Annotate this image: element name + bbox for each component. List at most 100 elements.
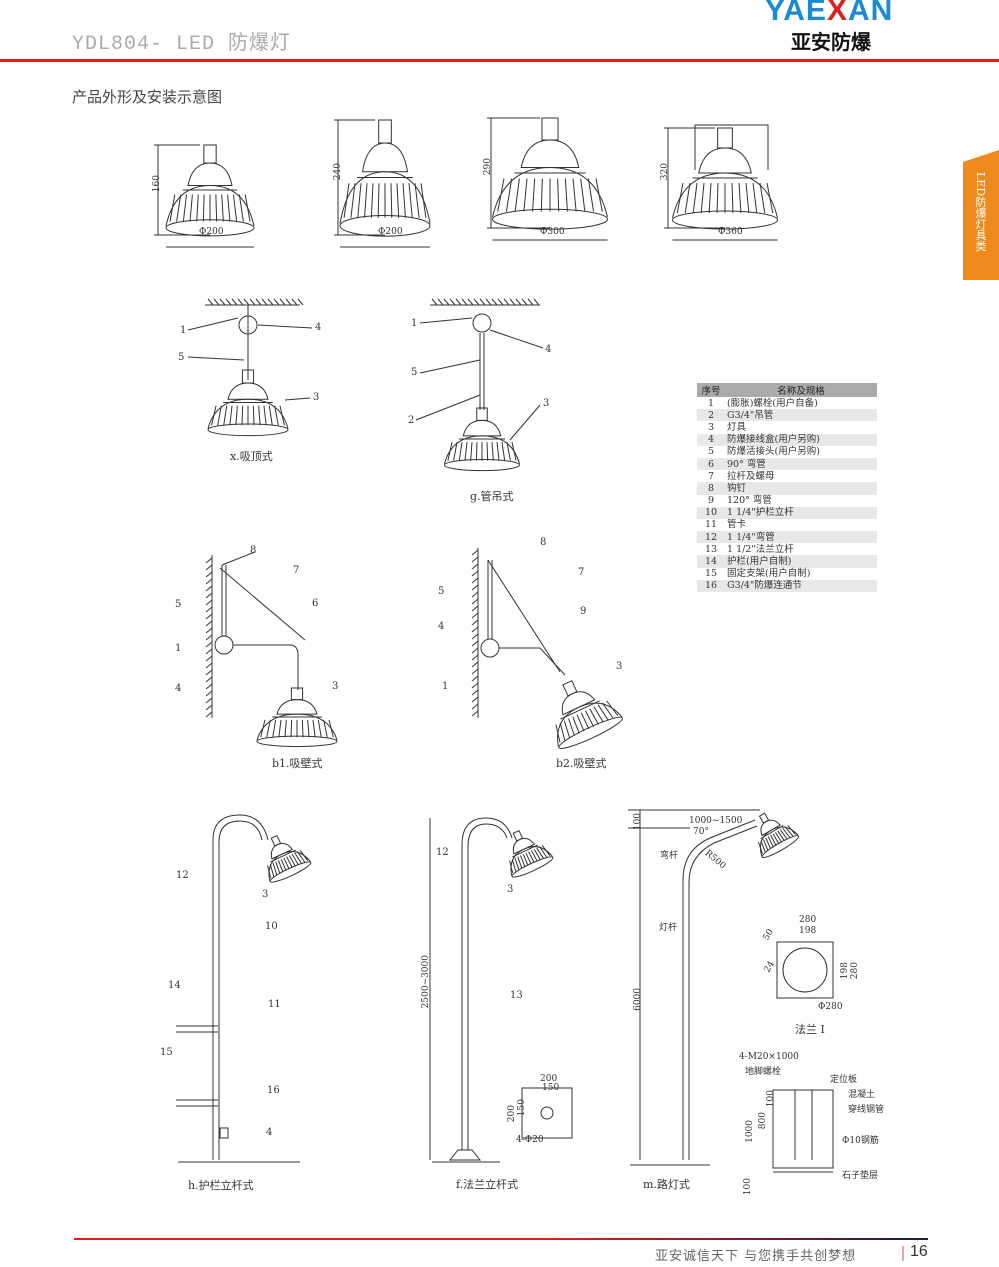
hatch-line	[471, 654, 479, 661]
pole-height-range: 2500~3000	[421, 955, 431, 1009]
hatch-line	[205, 641, 213, 648]
dim-height: 290	[483, 158, 493, 176]
footer-separator	[902, 1246, 904, 1261]
callout: 3	[332, 681, 339, 692]
hatch-line	[471, 703, 479, 710]
hatch-line	[485, 298, 492, 306]
lamp-icon	[339, 119, 431, 237]
base-holes: 4-Φ20	[516, 1135, 544, 1145]
callout: 1	[442, 681, 449, 692]
hatch-line	[461, 298, 468, 306]
hatch-line	[205, 557, 213, 564]
hatch-line	[205, 606, 213, 613]
dim-top-gap: 100	[633, 813, 643, 831]
hatch-line	[471, 577, 479, 584]
part-number: 2	[697, 409, 725, 422]
base-dim: 200	[507, 1105, 517, 1123]
category-tab-label: LED防爆灯具类	[974, 172, 987, 252]
hatch-line	[205, 683, 213, 690]
part-name: 90° 弯管	[725, 457, 877, 471]
dim-diameter: Φ360	[718, 227, 743, 237]
leader-line	[221, 551, 256, 566]
part-name: 护栏(用户自制)	[725, 555, 877, 568]
part-number: 14	[697, 555, 725, 568]
dim-height: 320	[660, 163, 670, 181]
hatch-line	[471, 710, 479, 717]
hatch-line	[205, 571, 213, 578]
leader-line	[284, 397, 311, 401]
flange-dim: 198	[799, 926, 817, 936]
callout: 12	[436, 847, 449, 858]
callout: 11	[268, 999, 281, 1010]
pull-rod-line	[487, 559, 561, 673]
hatch-line	[471, 661, 479, 668]
hatch-line	[479, 298, 486, 306]
hatch-line	[205, 648, 213, 655]
part-number: 9	[707, 495, 715, 507]
header-divider	[0, 59, 999, 62]
hatch-line	[503, 298, 510, 306]
callout: 14	[168, 980, 181, 991]
part-name: 管卡	[727, 519, 747, 531]
dim-diameter: Φ300	[540, 227, 565, 237]
callout: 5	[178, 352, 185, 363]
hatch-line	[205, 697, 213, 704]
pipe-line	[487, 560, 493, 639]
diagram-caption: b2.吸壁式	[556, 757, 607, 770]
leader-line	[489, 329, 544, 349]
leader-line	[257, 324, 313, 329]
part-number: 4	[697, 433, 725, 446]
document-title: YDL804- LED 防爆灯	[72, 33, 292, 56]
hatch-line	[471, 626, 479, 633]
callout: 12	[176, 870, 189, 881]
bracket-line	[694, 124, 769, 170]
part-number: 3	[707, 421, 715, 433]
base-plate	[521, 1087, 573, 1139]
hatch-line	[205, 676, 213, 683]
hatch-line	[471, 591, 479, 598]
brand-logo: YAEXAN	[765, 0, 893, 28]
hatch-line	[261, 298, 268, 306]
hatch-line	[205, 634, 213, 641]
pole-label: 灯杆	[659, 923, 678, 933]
hatch-line	[267, 298, 274, 306]
part-number: 7	[707, 470, 715, 482]
pole-line	[212, 814, 269, 1160]
part-name: 1 1/4"护栏立杆	[725, 506, 877, 519]
foundation-label: 混凝土	[848, 1090, 876, 1100]
hatch-line	[205, 711, 213, 718]
part-name: 防爆活接头(用户另购)	[727, 446, 820, 458]
hatch-line	[225, 298, 232, 306]
dim-height: 240	[333, 163, 343, 181]
foundation-label: 地脚螺栓	[745, 1067, 782, 1077]
leader-line	[415, 394, 481, 421]
part-name: G3/4"防爆连通节	[725, 579, 877, 592]
table-row: 1(膨胀)螺栓(用户自备)	[697, 397, 877, 409]
foundation-dim: 100	[743, 1178, 753, 1196]
hatch-line	[471, 612, 479, 619]
flange-dim: 198	[840, 962, 850, 980]
part-number: 6	[697, 457, 725, 471]
dim-pole-height: 6000	[633, 988, 643, 1011]
hatch-line	[455, 298, 462, 306]
hatch-line	[471, 689, 479, 696]
arm-label: 弯杆	[660, 851, 679, 861]
hatch-line	[497, 298, 504, 306]
base-dim: 200	[540, 1074, 558, 1084]
lamp-icon	[165, 144, 255, 237]
logo-text: AN	[847, 0, 894, 27]
pipe-line	[499, 647, 566, 676]
diagram-caption: g.管吊式	[470, 490, 514, 503]
flange-dim: Φ280	[818, 1002, 843, 1012]
hatch-line	[205, 655, 213, 662]
pole-line	[688, 825, 758, 1160]
lamp-icon	[267, 834, 312, 883]
hatch-line	[249, 298, 256, 306]
